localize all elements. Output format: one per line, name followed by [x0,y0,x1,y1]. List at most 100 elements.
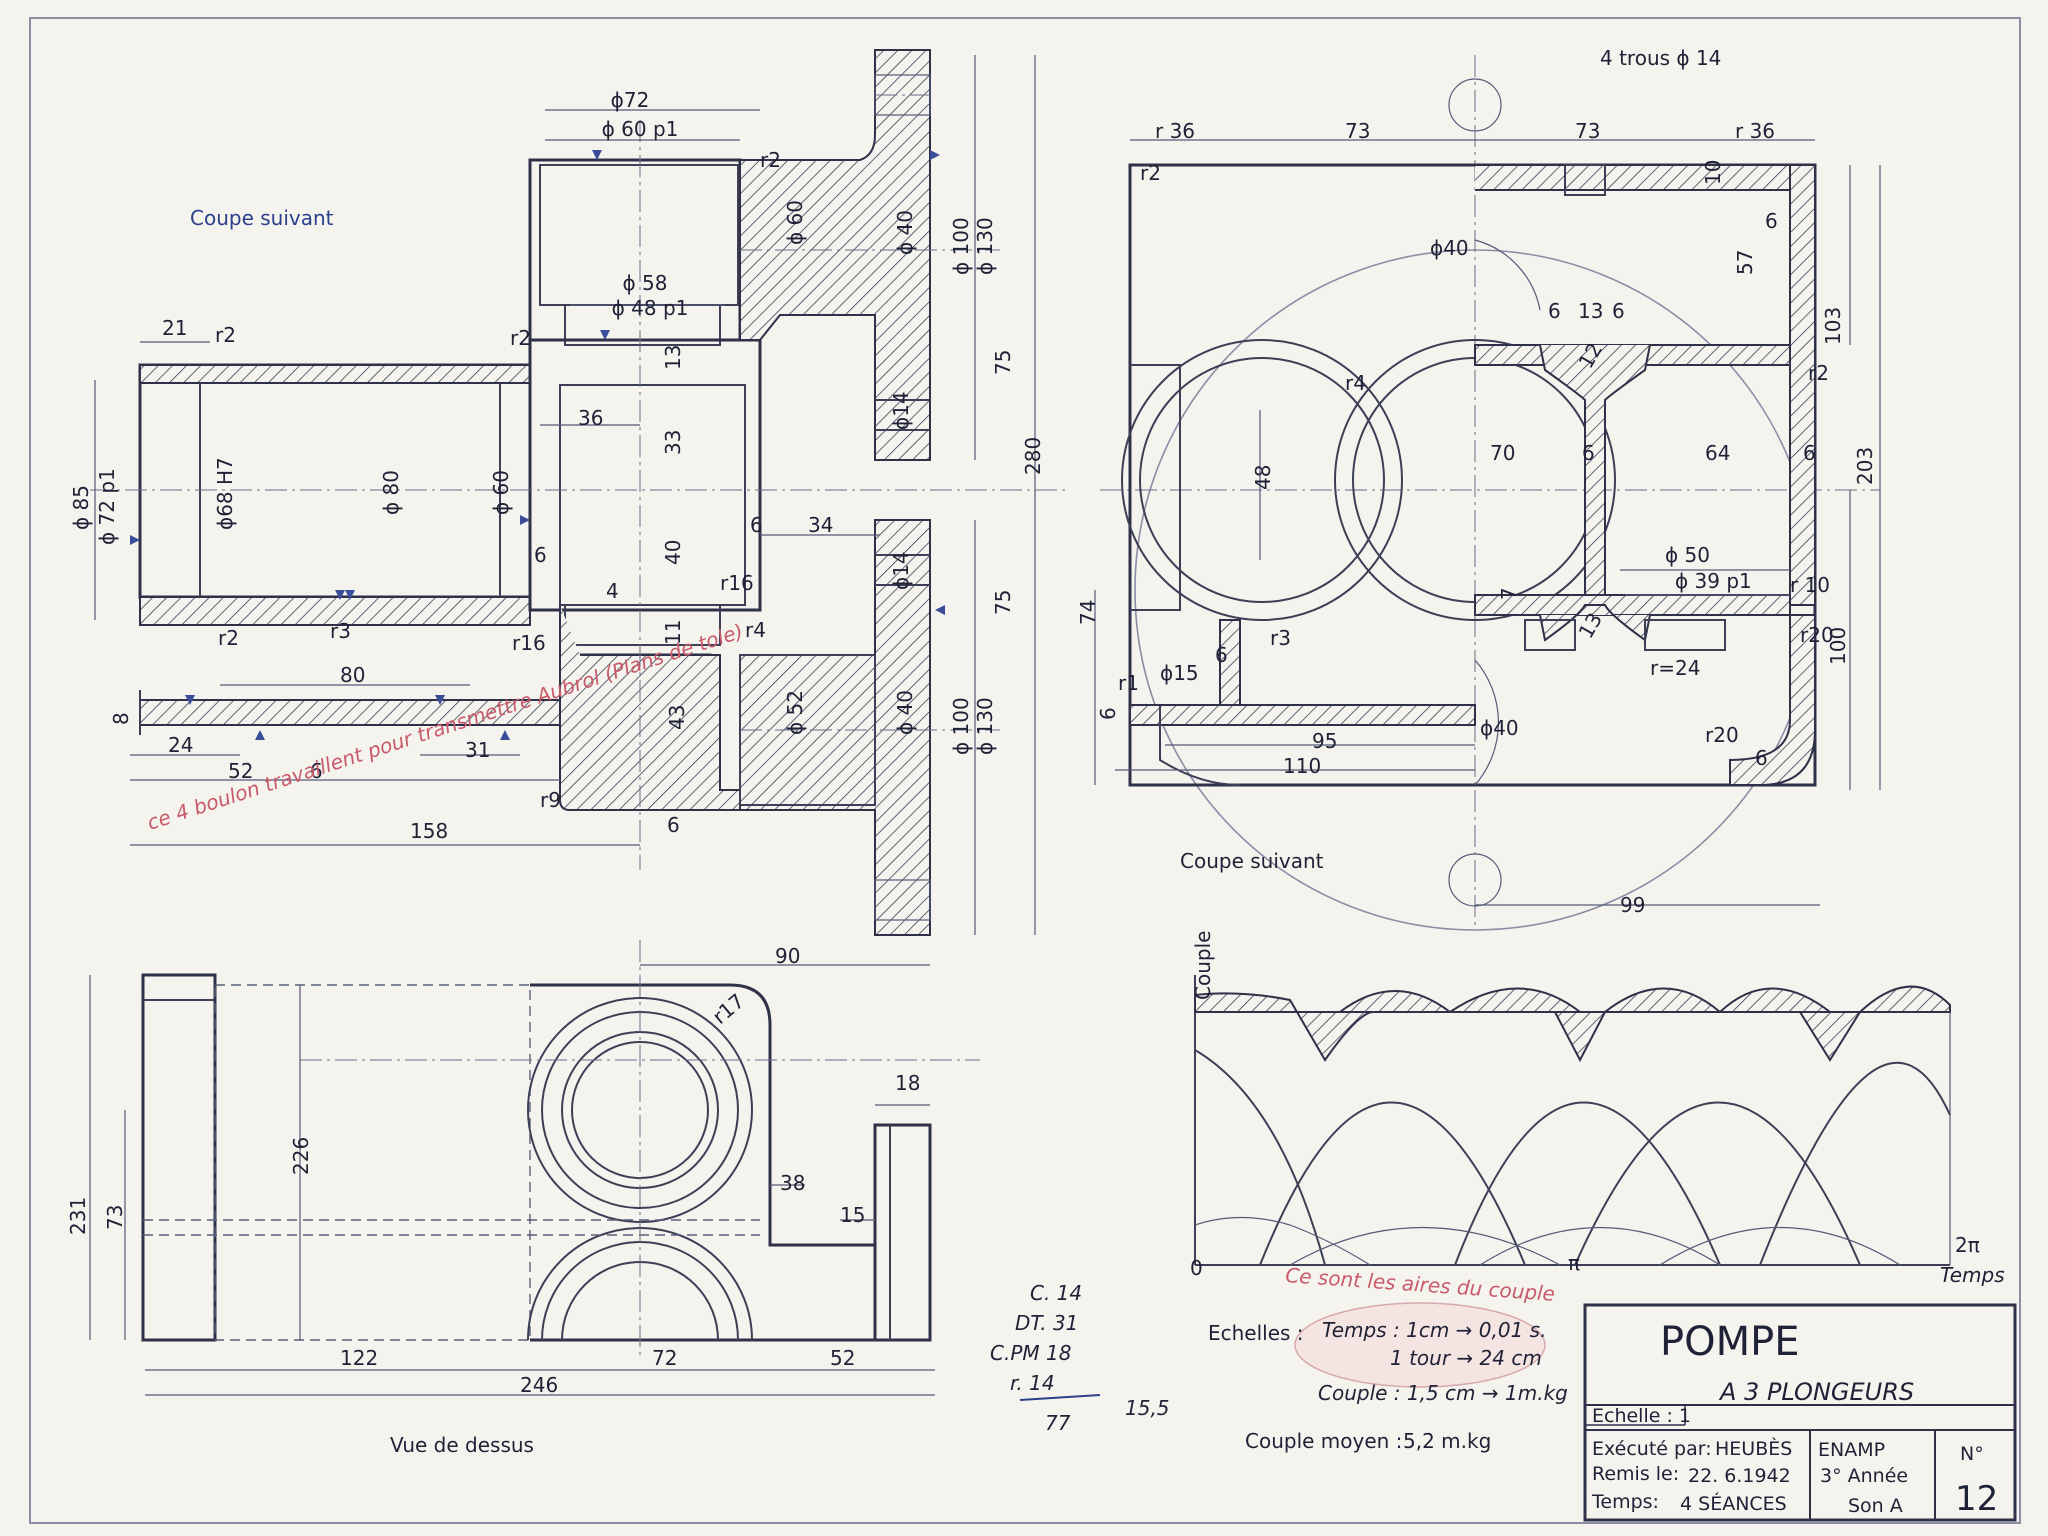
scale-torque: Couple : 1,5 cm → 1m.kg [1318,1381,1568,1405]
num-label: N° [1960,1443,1984,1465]
dim-r17: r17 [708,989,749,1029]
dim-h13: 13 [1578,299,1603,323]
dim-r4a: r4 [745,618,766,642]
dim-v52: 52 [228,759,253,783]
dim-h72: 72 [652,1346,677,1370]
dim-r4b: r4 [1345,371,1366,395]
left-section-view [90,49,1070,936]
chart-origin: 0 [1190,1256,1203,1280]
scales-label: Echelles : [1208,1321,1304,1345]
dim-v6-corner: 6 [1755,746,1768,770]
dim-h6b: 6 [1612,299,1625,323]
dim-v36: 36 [578,406,603,430]
dim-d52: ϕ 52 [783,690,807,735]
dim-v74: 74 [1076,600,1100,625]
dim-h73a: 73 [1345,119,1370,143]
chart-pi: π [1568,1251,1580,1275]
dim-r2-top: r2 [215,323,236,347]
left-view-dimensions: ϕ72 ϕ 60 p1 ϕ 58 ϕ 48 p1 ϕ 60 ϕ 40 ϕ 100… [69,88,1045,843]
dim-v24: 24 [168,733,193,757]
grade-r: r. 14 [1010,1371,1055,1395]
dim-h52b: 52 [830,1346,855,1370]
dim-v75a: 75 [991,350,1015,375]
dim-v103: 103 [1821,307,1845,345]
dim-v6d: 6 [310,759,323,783]
time-label: Temps: [1591,1491,1659,1513]
left-section-label: Coupe suivant [190,206,334,230]
dim-h6d: 6 [1803,441,1816,465]
grades-note: C. 14 DT. 31 C.PM 18 r. 14 77 15,5 [990,1281,1170,1435]
dim-v203: 203 [1853,447,1877,485]
dim-d60p1: ϕ 60 p1 [602,117,679,141]
dim-h6c: 6 [1582,441,1595,465]
dim-v4: 4 [606,579,619,603]
dim-r36b: r 36 [1735,119,1775,143]
mean-torque-label: Couple moyen : [1245,1429,1402,1453]
dim-d39p1: ϕ 39 p1 [1675,569,1752,593]
dim-v6b: 6 [534,543,547,567]
right-section-label-1: Coupe suivant [1180,849,1324,873]
dim-d60v: ϕ 60 [783,200,807,245]
dim-d40a: ϕ 40 [893,210,917,255]
dim-r3: r3 [330,619,351,643]
dim-h6g: 6 [1765,209,1778,233]
dim-d40c: ϕ40 [1430,236,1469,260]
dim-v40: 40 [661,540,685,565]
scale-cell: Echelle : 1 [1592,1405,1691,1427]
dim-h122: 122 [340,1346,378,1370]
grade-c: C. 14 [1030,1281,1082,1305]
dim-r9: r9 [540,788,561,812]
dim-v6c: 6 [667,813,680,837]
dim-r2b: r2 [510,326,531,350]
dim-v231: 231 [66,1197,90,1235]
dim-h90: 90 [775,944,800,968]
dim-v21: 21 [162,316,187,340]
dim-r1: r1 [1118,671,1139,695]
section-cell: Son A [1848,1495,1903,1517]
dim-v75b: 75 [991,590,1015,615]
by-label: Exécuté par: [1592,1438,1712,1460]
num-value: 12 [1955,1479,1998,1519]
dim-v57: 57 [1733,250,1757,275]
dim-d100b: ϕ 100 [949,697,973,755]
dim-d80: ϕ 80 [379,470,403,515]
mean-torque-value: 5,2 m.kg [1403,1429,1491,1453]
chart-xlabel: Temps [1940,1263,2005,1287]
dim-v80h: 80 [340,663,365,687]
dim-d72p1: ϕ 72 p1 [95,468,119,545]
grade-cpm: C.PM 18 [990,1341,1071,1365]
dim-d58: ϕ 58 [623,271,668,295]
dim-v8: 8 [109,712,133,725]
dim-v43: 43 [665,705,689,730]
dim-v6e: 6 [1215,643,1228,667]
dim-d48p1: ϕ 48 p1 [612,296,689,320]
dim-h73b: 73 [1575,119,1600,143]
dim-h95: 95 [1312,729,1337,753]
dim-h18: 18 [895,1071,920,1095]
right-section-view [1094,55,1881,931]
dim-h246: 246 [520,1373,558,1397]
dim-v31: 31 [465,738,490,762]
dim-r2a: r2 [760,148,781,172]
dim-d85: ϕ 85 [69,485,93,530]
school-name: ENAMP [1818,1439,1885,1461]
dim-d40d: ϕ40 [1480,716,1519,740]
chart-2pi: 2π [1955,1233,1980,1257]
dim-h64: 64 [1705,441,1730,465]
date-value: 22. 6.1942 [1688,1465,1791,1487]
dim-r16a: r16 [720,571,754,595]
scales-note: Echelles : Temps : 1cm → 0,01 s. 1 tour … [1208,1302,1568,1453]
top-view [89,940,980,1396]
dim-h110: 110 [1283,754,1321,778]
dim-h15: 15 [840,1203,865,1227]
dim-v73: 73 [103,1205,127,1230]
chart-ylabel: Couple [1191,931,1215,1000]
right-view-dimensions: 4 trous ϕ 14 r 36 73 73 r 36 r2 10 6 57 … [1076,46,1877,917]
sheet-border [29,17,2021,1524]
dim-v100r: 100 [1826,627,1850,665]
dim-r2d: r2 [1140,161,1161,185]
dim-v6f: 6 [1096,707,1120,720]
time-value: 4 SÉANCES [1680,1492,1787,1515]
dim-d14b: ϕ14 [889,551,913,590]
